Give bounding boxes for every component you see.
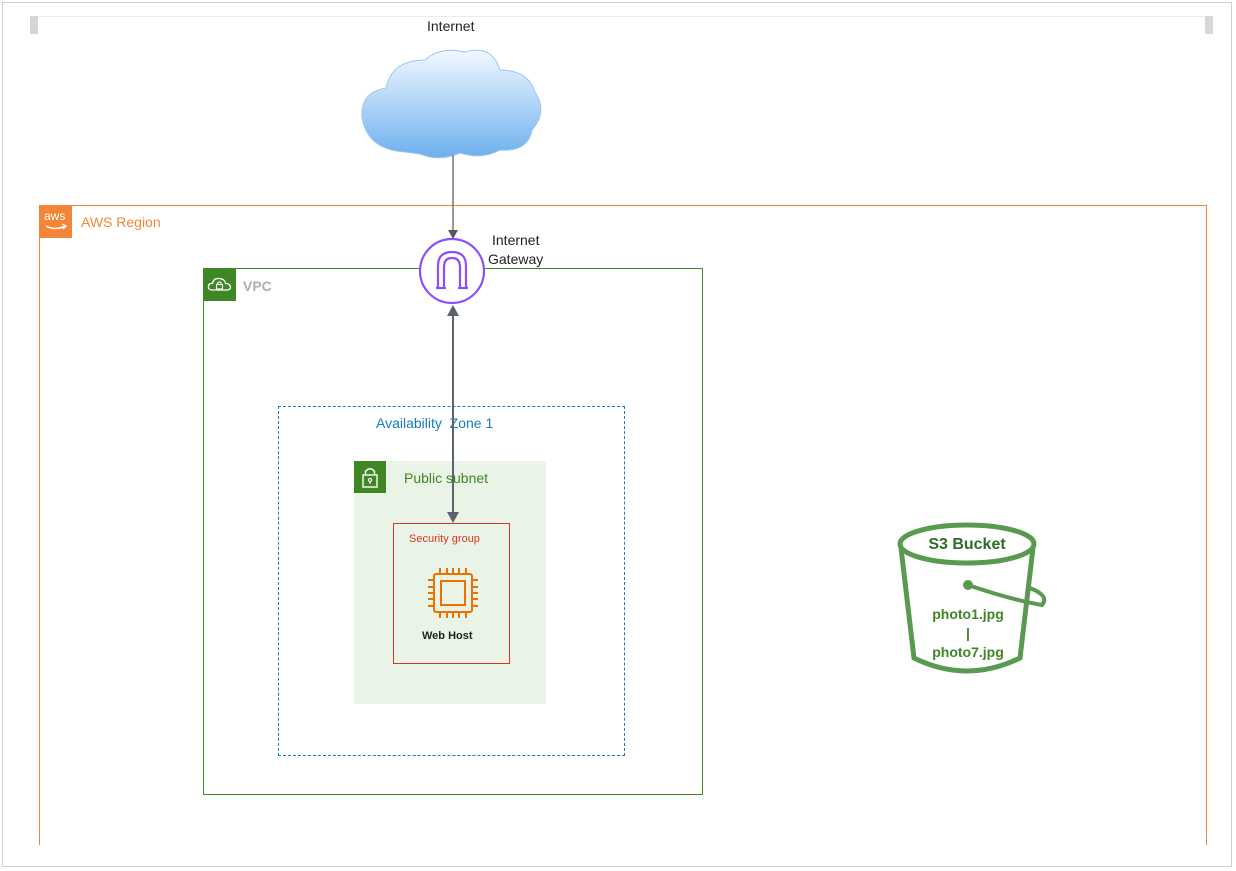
aws-region-container[interactable]	[39, 205, 1207, 845]
gateway-webhost-connector	[447, 305, 459, 523]
aws-logo-text: aws	[44, 209, 66, 223]
s3-object-last: photo7.jpg	[932, 644, 1004, 660]
internet-gateway-icon[interactable]	[418, 237, 486, 305]
aws-logo-icon: aws	[39, 205, 72, 238]
availability-zone-container[interactable]	[278, 406, 625, 756]
s3-object-first: photo1.jpg	[932, 606, 1004, 622]
public-subnet-label: Public subnet	[404, 470, 489, 486]
resize-handle-right[interactable]	[1205, 16, 1213, 34]
web-host-label: Web Host	[422, 630, 473, 642]
vpc-cloud-lock-icon	[203, 268, 236, 301]
resize-handle-left[interactable]	[30, 16, 38, 34]
canvas-top-edge	[38, 16, 1208, 17]
internet-label: Internet	[427, 18, 475, 34]
s3-bucket-icon[interactable]	[897, 522, 1047, 674]
internet-cloud-icon	[361, 49, 542, 159]
internet-to-gateway-arrow	[448, 155, 458, 239]
vpc-label: VPC	[243, 278, 272, 294]
s3-bucket-label: S3 Bucket	[928, 536, 1006, 553]
security-group-label: Security group	[409, 533, 480, 545]
availability-zone-label: Availability Zone 1	[376, 415, 494, 431]
padlock-icon	[354, 461, 386, 493]
ec2-instance-chip-icon[interactable]	[428, 568, 478, 618]
security-group-container[interactable]	[393, 523, 510, 664]
internet-gateway-label-line2: Gateway	[488, 251, 544, 267]
internet-gateway-label-line1: Internet	[492, 232, 540, 248]
aws-region-label: AWS Region	[81, 214, 161, 230]
s3-object-separator: |	[966, 625, 970, 641]
